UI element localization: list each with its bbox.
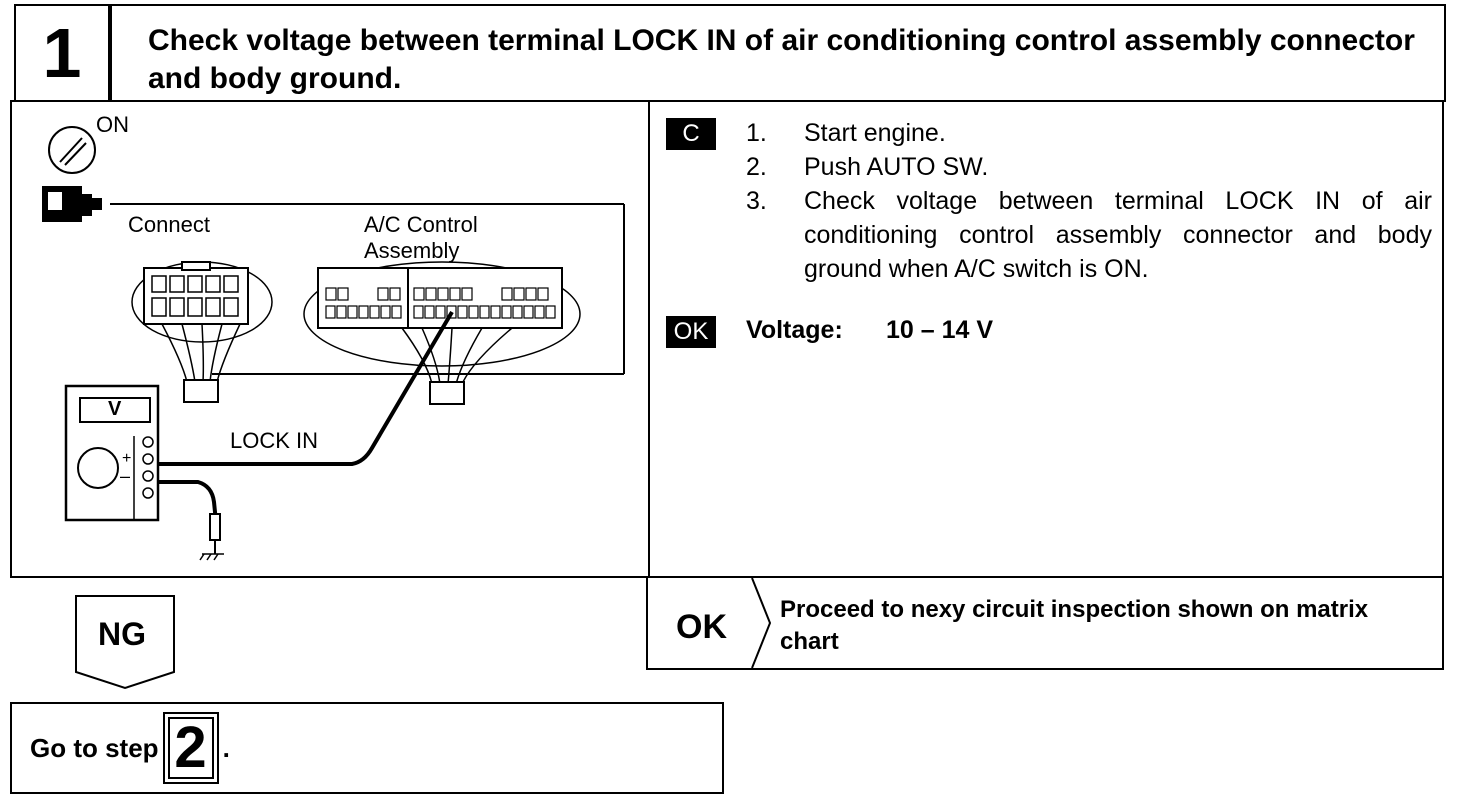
step-text: Push AUTO SW.	[804, 153, 989, 181]
minus-sign: –	[120, 466, 131, 486]
goto-step-number: 2	[162, 712, 219, 784]
procedure-panel: C 1. Start engine. 2. Push AUTO SW. 3. C…	[648, 100, 1444, 578]
ac-control-connector	[303, 261, 581, 405]
step-text: Start engine.	[804, 119, 946, 147]
wiring-diagram	[42, 126, 625, 561]
goto-suffix: .	[222, 732, 230, 763]
goto-step-box: Go to step 2 .	[10, 702, 724, 794]
ng-arrow-shape	[75, 595, 175, 690]
ok-result-label: OK	[676, 608, 727, 646]
step-index: 3.	[746, 187, 767, 215]
ok-result-text: Proceed to nexy circuit inspection shown…	[780, 596, 1369, 655]
plus-sign: +	[122, 450, 132, 467]
left-connector	[131, 261, 273, 403]
check-badge: C	[666, 118, 716, 150]
ng-arrow: NG	[10, 580, 310, 700]
ac-control-label: A/C Control	[364, 212, 478, 237]
step-title: Check voltage between terminal LOCK IN o…	[110, 4, 1446, 102]
meter-v-label: V	[108, 398, 122, 420]
step-list: 1. Start engine. 2. Push AUTO SW. 3. Che…	[746, 116, 1432, 286]
step-index: 1.	[746, 119, 767, 147]
ok-spec-badge: OK	[666, 316, 716, 348]
ng-label: NG	[98, 616, 146, 652]
spec-value: 10 – 14 V	[886, 316, 994, 344]
ignition-key-icon	[48, 126, 96, 174]
goto-prefix: Go to step	[30, 732, 159, 763]
voltmeter	[64, 384, 160, 522]
step-number: 1	[14, 4, 110, 102]
list-item: 2. Push AUTO SW.	[746, 150, 1432, 184]
arrow-divider-icon	[751, 578, 772, 668]
list-item: 1. Start engine.	[746, 116, 1432, 150]
step-text: Check voltage between terminal LOCK IN o…	[804, 187, 1432, 283]
connect-label: Connect	[128, 212, 210, 237]
ac-assembly-label: Assembly	[364, 238, 460, 263]
lock-in-label: LOCK IN	[230, 428, 319, 453]
list-item: 3. Check voltage between terminal LOCK I…	[746, 184, 1432, 286]
spec-label: Voltage:	[746, 316, 843, 344]
ground-symbol-icon	[199, 553, 224, 561]
connector-plug-icon	[42, 186, 102, 222]
illustration-panel: ON Connect A/C Control Assembly V LOCK I…	[10, 100, 650, 578]
step-index: 2.	[746, 153, 767, 181]
ok-result-box: OK Proceed to nexy circuit inspection sh…	[646, 576, 1444, 670]
ignition-on-label: ON	[96, 112, 129, 137]
